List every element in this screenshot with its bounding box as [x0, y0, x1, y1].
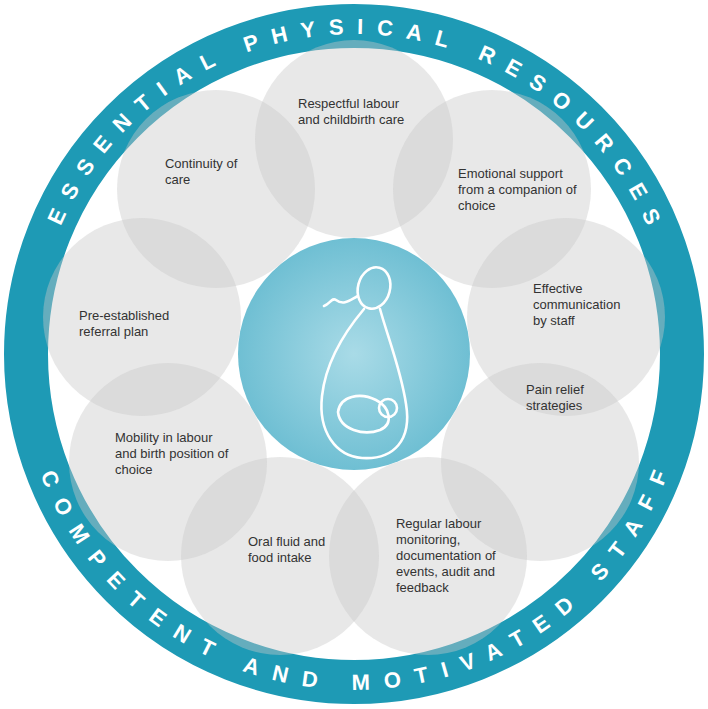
practice-label: Oral fluid and food intake — [248, 534, 348, 566]
practice-label: Mobility in labour and birth position of… — [115, 430, 237, 478]
practice-label: Pain relief strategies — [526, 382, 606, 414]
practice-label: Pre-established referral plan — [79, 308, 189, 340]
practice-label: Emotional support from a companion of ch… — [458, 166, 582, 214]
practice-circle: Pre-established referral plan — [42, 217, 242, 417]
practice-label: Effective communication by staff — [533, 281, 633, 329]
circle-fill — [43, 218, 241, 416]
center-circle — [238, 238, 470, 470]
practice-label: Respectful labour and childbirth care — [298, 96, 410, 128]
practice-label: Regular labour monitoring, documentation… — [396, 516, 508, 595]
practice-label: Continuity of care — [165, 156, 245, 188]
pregnant-woman-figure — [321, 264, 407, 459]
